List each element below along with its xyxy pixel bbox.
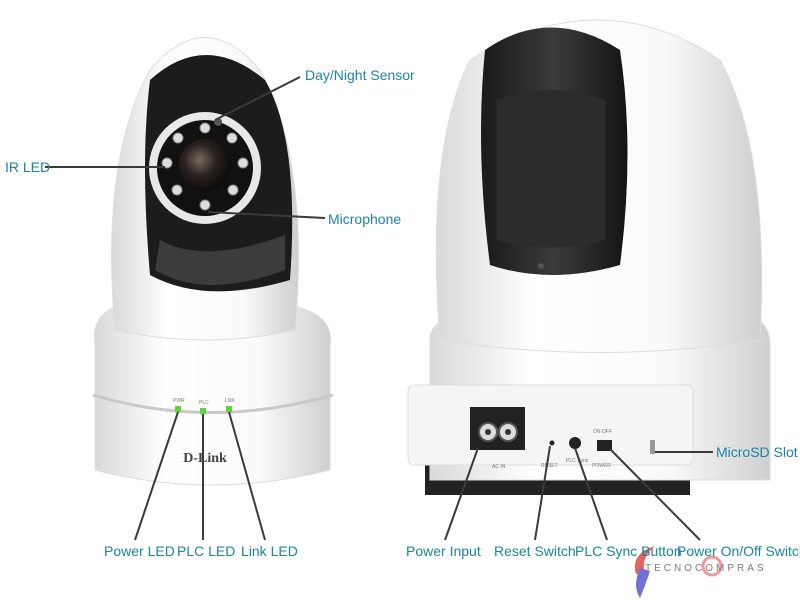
label-power-input: Power Input [406,543,481,559]
label-plc-sync-button: PLC Sync Button [575,543,682,559]
brand-logo: D-Link [183,451,227,466]
watermark-text: TECNOCOMPRAS [645,563,767,574]
label-microphone: Microphone [328,211,401,227]
mark-plc-sync: PLC Sync [566,458,589,464]
camera-lens [179,139,231,191]
mark-ac-in: AC IN [492,464,506,470]
link-led [226,406,232,412]
plc-led [200,408,206,414]
callout-lines [45,76,713,541]
label-reset-switch: Reset Switch [494,543,576,559]
mark-reset: RESET [541,463,558,469]
front-camera: PWR PLC LNK D-Link [92,37,334,486]
label-day-night-sensor: Day/Night Sensor [305,67,415,83]
power-led [175,406,181,412]
watermark: TECNOCOMPRAS [634,546,767,598]
label-microsd-slot: MicroSD Slot [716,444,798,460]
power-switch [597,440,612,451]
led-mark-pwr: PWR [173,398,185,404]
label-link-led: Link LED [241,543,298,559]
status-leds: PWR PLC LNK [173,398,235,414]
mark-power: POWER [592,463,611,469]
label-power-led: Power LED [104,543,175,559]
label-plc-led: PLC LED [177,543,235,559]
reset-hole [549,440,555,446]
label-ir-led: IR LED [5,159,50,175]
led-mark-lnk: LNK [225,398,235,404]
mark-on-off: ON OFF [593,429,612,435]
led-mark-plc: PLC [199,400,209,406]
back-camera: AC IN RESET PLC Sync ON OFF POWER [407,19,771,495]
plc-sync-button [569,437,581,449]
microsd-slot [650,440,655,454]
label-power-switch: Power On/Off Switch [677,543,800,559]
ir-led-ring [161,122,249,211]
